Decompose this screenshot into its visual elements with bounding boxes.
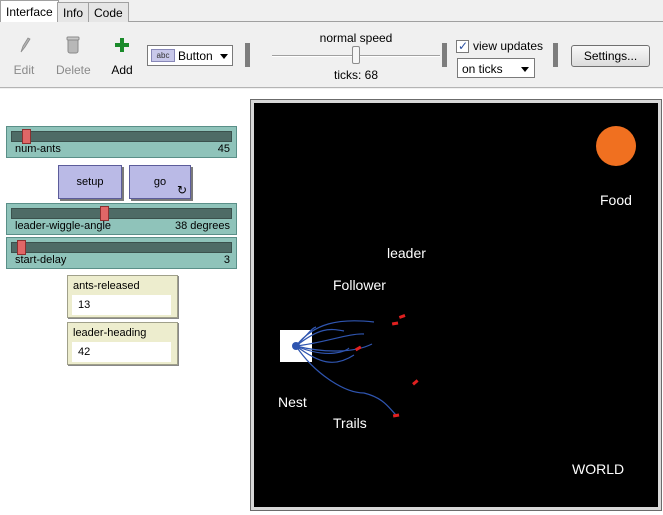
trail (295, 326, 317, 347)
trails-label: Trails (333, 415, 367, 431)
checkmark-icon: ✓ (458, 39, 469, 53)
trail (295, 328, 345, 347)
food-source (596, 126, 636, 166)
slider-value: 45 (217, 143, 230, 155)
slider-value: 3 (223, 254, 230, 266)
trail (295, 333, 365, 347)
world-label: WORLD (572, 461, 624, 477)
go-button[interactable]: go ↻ (129, 165, 191, 199)
slider-track (11, 242, 232, 253)
setup-button[interactable]: setup (58, 165, 122, 199)
start-delay-slider[interactable]: start-delay 3 (6, 237, 237, 269)
forever-icon: ↻ (176, 183, 187, 197)
pencil-icon (20, 37, 31, 53)
edit-label: Edit (13, 63, 35, 77)
view-updates-checkbox[interactable]: ✓ (456, 39, 469, 53)
widget-type-select[interactable]: abc Button (147, 45, 233, 66)
speed-slider-thumb[interactable] (352, 46, 360, 64)
num-ants-slider[interactable]: num-ants 45 (6, 126, 237, 158)
tab-bar: Interface Info Code (0, 0, 663, 23)
leader-ant (292, 342, 300, 350)
slider-name: start-delay (15, 254, 67, 266)
trash-icon (66, 36, 80, 54)
ant (354, 345, 362, 352)
chevron-down-icon (220, 54, 228, 59)
world-canvas: Food leader Follower Nest Trails WORLD (278, 126, 636, 477)
monitor-label: leader-heading (73, 327, 147, 339)
follower-label: Follower (333, 277, 386, 293)
monitor-value: 42 (72, 342, 171, 362)
slider-name: num-ants (15, 143, 61, 155)
view-updates-label: view updates (473, 39, 544, 53)
trail (295, 345, 397, 416)
slider-track (11, 208, 232, 219)
slider-track (11, 131, 232, 142)
delete-label: Delete (56, 63, 91, 77)
slider-thumb[interactable] (100, 206, 110, 221)
settings-button[interactable]: Settings... (571, 45, 650, 67)
speed-label: normal speed (319, 31, 393, 45)
update-mode-value: on ticks (462, 62, 503, 76)
monitor-label: ants-released (73, 280, 140, 292)
monitor-value: 13 (72, 295, 171, 315)
ant (398, 314, 406, 319)
update-mode-select[interactable]: on ticks (457, 58, 535, 78)
world-view[interactable]: Food leader Follower Nest Trails WORLD (254, 103, 658, 507)
tab-info[interactable]: Info (57, 2, 90, 22)
widget-type-value: Button (178, 49, 213, 63)
toolbar-separator (442, 43, 447, 67)
toolbar-separator (553, 43, 558, 67)
ants (354, 314, 419, 418)
edit-button[interactable]: Edit (12, 36, 36, 77)
leader-wiggle-angle-slider[interactable]: leader-wiggle-angle 38 degrees (6, 203, 237, 235)
slider-thumb[interactable] (17, 240, 27, 255)
leader-label: leader (387, 245, 426, 261)
food-label: Food (600, 192, 632, 208)
chevron-down-icon (521, 67, 529, 72)
ant (391, 321, 399, 326)
trails (295, 320, 397, 416)
button-widget-icon: abc (151, 49, 175, 62)
slider-name: leader-wiggle-angle (15, 220, 112, 232)
trail (295, 343, 373, 352)
tick-counter: ticks: 68 (333, 68, 378, 82)
ants-released-monitor: ants-released 13 (67, 275, 178, 318)
nest-label: Nest (278, 394, 307, 410)
add-label: Add (111, 63, 133, 77)
delete-button[interactable]: Delete (56, 36, 91, 77)
tab-interface[interactable]: Interface (0, 0, 59, 23)
go-label: go (153, 176, 167, 188)
slider-value: 38 degrees (174, 220, 230, 232)
toolbar: Edit Delete Add (0, 22, 663, 88)
add-button[interactable]: Add (108, 36, 136, 77)
trail (295, 345, 355, 363)
leader-heading-monitor: leader-heading 42 (67, 322, 178, 365)
ant (412, 379, 419, 386)
ant (392, 413, 400, 418)
plus-icon (115, 38, 129, 52)
toolbar-separator (245, 43, 250, 67)
trail (295, 345, 350, 354)
tab-code[interactable]: Code (88, 2, 129, 22)
slider-thumb[interactable] (21, 129, 31, 144)
